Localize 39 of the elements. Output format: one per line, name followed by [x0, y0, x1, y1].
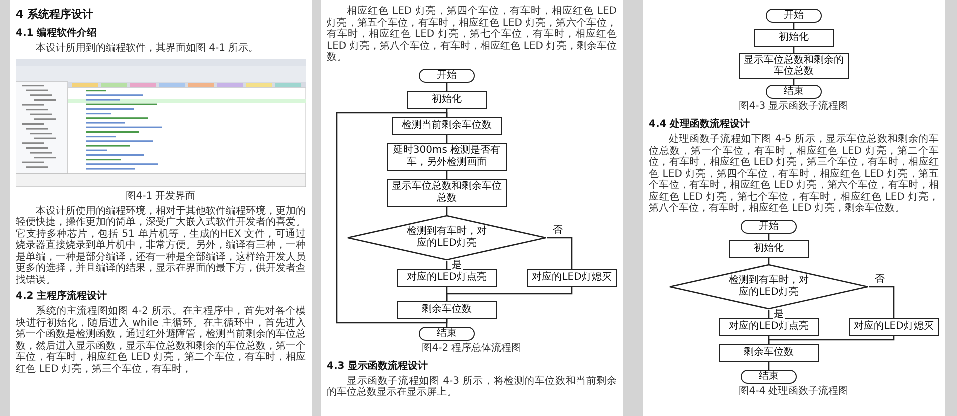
- process-box: 初始化: [754, 29, 834, 47]
- paragraph: 相应红色 LED 灯亮，第四个车位，有车时，相应红色 LED 灯亮，第五个车位，有车时，相应红色 LED 灯亮，第六个车位，有车时，相应红色 LED 灯亮，第七个车位，有车时，相应红色 LED 灯亮，第八个车位，有车时，相应红色 LED 灯亮，剩余车位数。: [327, 6, 617, 64]
- connector-line: [869, 286, 895, 318]
- figure-caption: 图4-4 处理函数子流程图: [738, 386, 850, 398]
- figure-caption: 图4-1 开发界面: [125, 190, 197, 203]
- paragraph: 处理函数子流程如下图 4-5 所示，显示车位总数和剩余的车位总数，第一个车位，有车时，相应红色 LED 灯亮，第二个车位，有车时，相应红色 LED 灯亮，第三个车位，有车时，相应红色 LED 灯亮，第四个车位，有车时，相应红色 LED 灯亮，第五个车位，有车时，相应红色 LED 灯亮，第六个车位，有车时，相应红色 LED 灯亮，第七个车位，有车时，相应红色 LED 灯亮，第八个车位，有车时，相应红色 LED 灯亮，剩余车位数。: [649, 134, 939, 214]
- figure-caption: 图4-2 程序总体流程图: [421, 342, 523, 354]
- connector-line: [336, 112, 448, 324]
- figure-caption: 图4-3 显示函数子流程图: [738, 101, 850, 113]
- process-box: 显示车位总数和剩余的车位总数: [739, 53, 849, 79]
- process-box: 初始化: [729, 240, 809, 258]
- edge-label: 否: [874, 274, 886, 284]
- paragraph: 本设计所使用的编程环境，相对于其他软件编程环境，更加的轻便快捷，操作更加的简单，深受广大嵌入式软件开发者的喜爱。它支持多种芯片，包括 51 单片机等，生成的HEX 文件，可通过烧录器直接烧录到单片机中，非常方便。另外，编译有三种，一种是单编，一种是部分编译，还有一种是全部编译，这样给开发人员更多的选择，并且编译的结果，显示在界面的最下方，供开发者查找错误。: [16, 206, 306, 286]
- paragraph: 本设计所用到的编程软件，其界面如图 4-1 所示。: [35, 43, 260, 55]
- process-box: 初始化: [407, 90, 487, 108]
- connector-line: [547, 236, 573, 268]
- section-heading: 4.3 显示函数流程设计: [327, 360, 430, 372]
- decision-diamond: 检测到有车时，对应的LED灯亮: [347, 214, 547, 260]
- process-box: 剩余车位数: [719, 344, 819, 362]
- process-box: 对应的LED灯点亮: [397, 268, 497, 286]
- process-box: 延时300ms 检测是否有车，另外检测画面: [387, 142, 507, 170]
- section-heading: 4.1 编程软件介绍: [16, 28, 98, 40]
- process-box: 检测当前剩余车位数: [392, 116, 502, 134]
- edge-label: 是: [773, 310, 785, 320]
- connector-line: [446, 286, 573, 300]
- process-box: 显示车位总数和剩余车位总数: [387, 178, 507, 206]
- section-heading: 4.4 处理函数流程设计: [649, 119, 752, 131]
- edge-label: 是: [451, 260, 463, 270]
- chapter-heading: 4 系统程序设计: [16, 8, 94, 22]
- process-box: 对应的LED灯熄灭: [849, 318, 939, 336]
- process-box: 对应的LED灯点亮: [719, 318, 819, 336]
- section-heading: 4.2 主程序流程设计: [16, 291, 108, 304]
- process-box: 剩余车位数: [397, 300, 497, 318]
- paragraph: 系统的主流程图如图 4-2 所示。在主程序中，首先对各个模块进行初始化，随后进入 while 主循环。在主循环中，首先进入第一个函数是检测函数，通过红外避障管，检测当前剩余的车位总数，然后进入显示函数，显示车位总数和剩余的车位总数，第一个车位，有车时，相应红色 LED 灯亮，第二个车位，有车时，相应红色 LED 灯亮，第三个车位，有车时，: [16, 306, 306, 376]
- decision-diamond: 检测到有车时，对应的LED灯亮: [669, 264, 869, 310]
- process-box: 对应的LED灯熄灭: [527, 268, 617, 286]
- connector-line: [768, 336, 895, 344]
- edge-label: 否: [552, 226, 564, 236]
- paragraph: 显示函数子流程如图 4-3 所示，将检测的车位数和当前剩余的车位总数显示在显示屏上。: [327, 376, 617, 398]
